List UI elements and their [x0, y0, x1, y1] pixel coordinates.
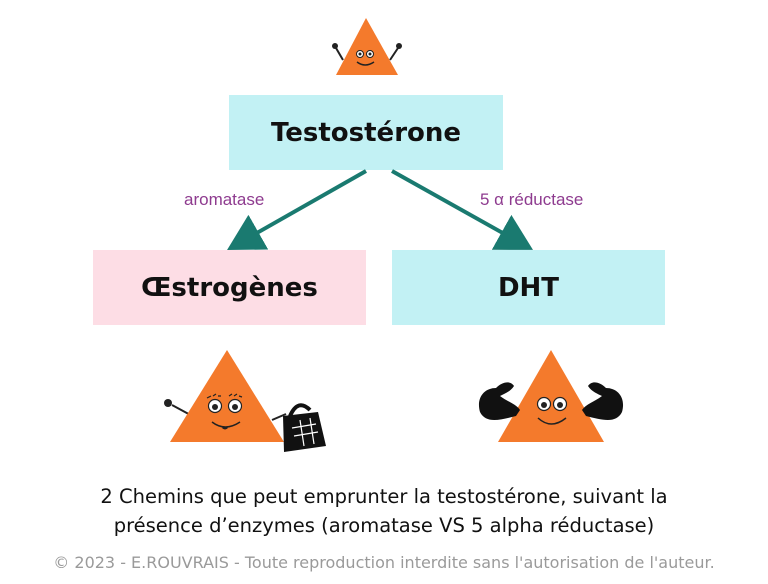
aromatase-label: aromatase — [184, 190, 265, 209]
oestrogenes-character — [164, 350, 326, 452]
arrow-to-dht — [391, 169, 533, 250]
caption: 2 Chemins que peut emprunter la testosté… — [0, 482, 768, 540]
copyright-notice: © 2023 - E.ROUVRAIS - Toute reproduction… — [53, 553, 715, 572]
testosterone-character — [332, 18, 402, 75]
dht-character — [478, 350, 624, 442]
arrow-to-oestrogenes — [227, 169, 367, 250]
testosterone-box: Testostérone — [229, 95, 503, 170]
dht-label: DHT — [497, 272, 560, 303]
testosterone-label: Testostérone — [270, 117, 462, 148]
caption-line-1: 2 Chemins que peut emprunter la testosté… — [100, 485, 668, 508]
oestrogenes-label: Œstrogènes — [141, 272, 318, 303]
dht-box: DHT — [392, 250, 665, 325]
oestrogenes-box: Œstrogènes — [93, 250, 366, 325]
reductase-label: 5 α réductase — [480, 190, 584, 209]
caption-line-2: présence d’enzymes (aromatase VS 5 alpha… — [113, 514, 655, 537]
